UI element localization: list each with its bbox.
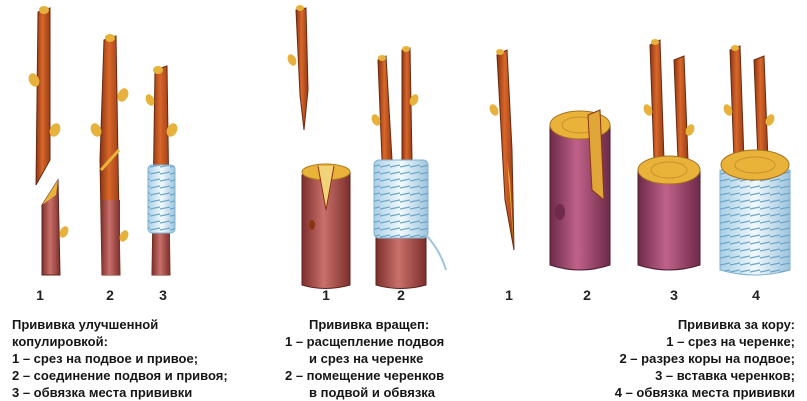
caption-cleft-step-2a: 2 – помещение черенков — [285, 368, 445, 383]
caption-copulation-step-1: 1 – срез на подвое и привое; — [12, 351, 199, 366]
caption-copulation-title-2: копулировкой: — [12, 334, 108, 349]
panel-bark-art — [489, 39, 791, 276]
caption-bark-step-3: 3 – вставка черенков; — [655, 368, 795, 383]
bark-graft-wrapped — [719, 45, 791, 276]
scion-wedge — [287, 5, 309, 131]
caption-bark-step-1: 1 – срез на черенке; — [666, 334, 795, 349]
caption-copulation-title-1: Прививка улучшенной — [12, 317, 159, 332]
panel-copulation-art — [28, 6, 178, 276]
panel3-number-2: 2 — [583, 287, 591, 303]
caption-cleft-step-1a: 1 – расщепление подвоя — [285, 334, 445, 349]
panel1-number-3: 3 — [159, 287, 167, 303]
rootstock-split — [301, 163, 351, 289]
panel2-number-1: 1 — [322, 287, 330, 303]
panel-cleft-art — [287, 5, 447, 289]
caption-cleft-step-1b: и срез на черенке — [309, 351, 424, 366]
caption-bark: Прививка за кору: 1 – срез на черенке; 2… — [545, 316, 795, 401]
caption-copulation-step-2: 2 – соединение подвоя и привоя; — [12, 368, 228, 383]
scion-long-cut — [489, 49, 515, 251]
scion-rootstock-joined — [90, 34, 129, 276]
graft-wrapped — [145, 65, 178, 276]
caption-bark-title: Прививка за кору: — [677, 317, 795, 332]
caption-cleft-title: Прививка вращеп: — [309, 317, 430, 332]
grafting-illustration — [28, 5, 791, 289]
cleft-graft-wrapped — [371, 46, 447, 289]
panel2-number-2: 2 — [397, 287, 405, 303]
rootstock-cut — [41, 178, 69, 276]
scion-cut — [28, 6, 61, 186]
caption-cleft: Прививка вращеп: 1 – расщепление подвоя … — [285, 316, 500, 401]
caption-copulation: Прививка улучшенной копулировкой: 1 – ср… — [12, 316, 282, 401]
caption-copulation-step-3: 3 – обвязка места прививки — [12, 385, 193, 400]
caption-bark-step-2: 2 – разрез коры на подвое; — [619, 351, 795, 366]
panel3-number-1: 1 — [505, 287, 513, 303]
panel3-number-3: 3 — [670, 287, 678, 303]
panel3-number-4: 4 — [752, 287, 760, 303]
rootstock-bark-cut — [549, 109, 611, 271]
panel1-number-1: 1 — [36, 287, 44, 303]
caption-bark-step-4: 4 – обвязка места прививки — [614, 385, 795, 400]
panel1-number-2: 2 — [106, 287, 114, 303]
scions-inserted — [637, 39, 701, 271]
caption-cleft-step-2b: в подвой и обвязка — [309, 385, 436, 400]
